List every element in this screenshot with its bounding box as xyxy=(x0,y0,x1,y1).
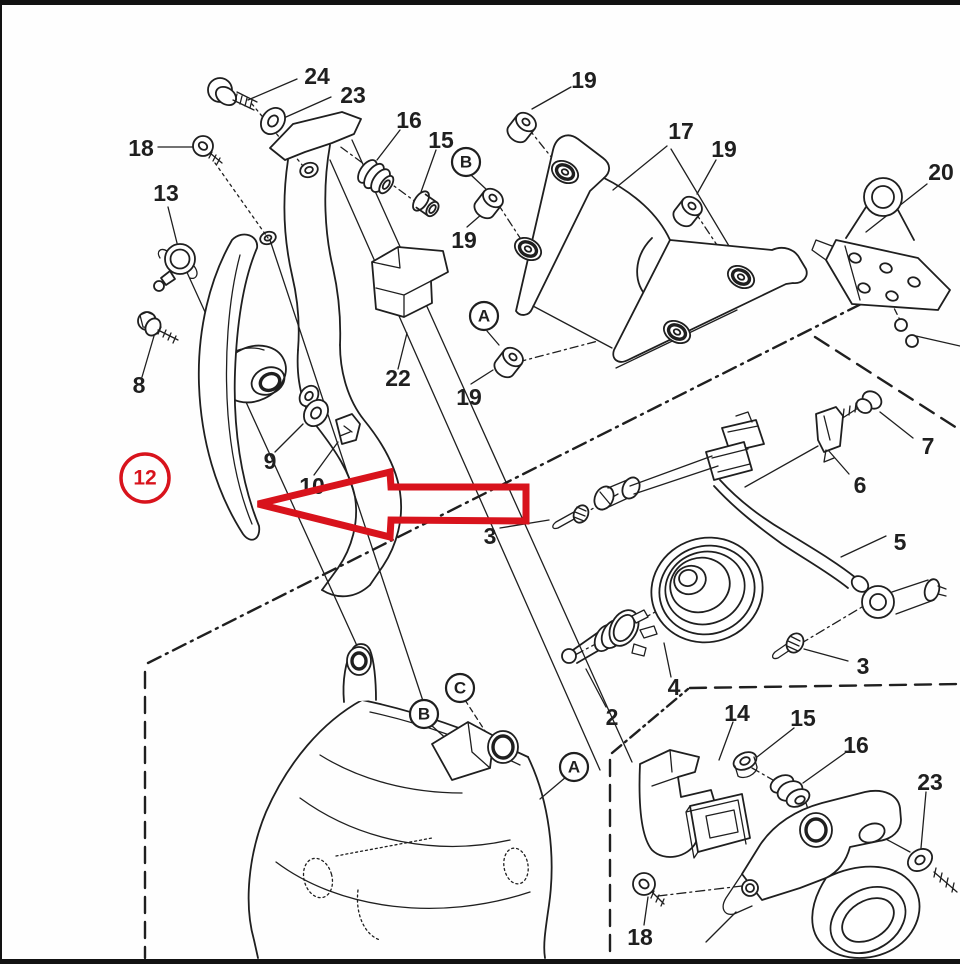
clip-10 xyxy=(335,413,361,445)
part-label-3: 3 xyxy=(857,653,870,679)
ref-marker-circle xyxy=(444,672,476,704)
part-label-19: 19 xyxy=(711,136,737,162)
washer-9-area xyxy=(298,384,329,427)
part-label-5: 5 xyxy=(894,529,907,555)
part-label-14: 14 xyxy=(724,700,750,726)
part-label-20: 20 xyxy=(928,159,954,185)
collar-15-bottom xyxy=(732,751,758,779)
part-label-2: 2 xyxy=(606,704,619,730)
ref-marker-letter: B xyxy=(418,705,430,724)
bracket-20 xyxy=(811,177,951,348)
grommet-16-top xyxy=(357,159,395,195)
ref-marker-A: A xyxy=(468,300,500,332)
ref-marker-B: B xyxy=(408,698,440,730)
part-label-23: 23 xyxy=(340,82,366,108)
part-label-9: 9 xyxy=(264,448,277,474)
socket-left xyxy=(593,455,719,511)
headlight-housing xyxy=(247,643,553,959)
part-label-19: 19 xyxy=(451,227,477,253)
screw-18-top xyxy=(192,135,223,165)
ref-marker-A: A xyxy=(558,751,590,783)
clip-6 xyxy=(815,406,844,463)
top-frame-bar xyxy=(0,0,960,5)
bottom-frame-bar xyxy=(0,959,960,964)
damper-cap-19c xyxy=(672,195,703,228)
highlight-circle xyxy=(119,452,171,504)
harness-connector xyxy=(705,411,765,481)
collar-15-top xyxy=(412,190,440,218)
highlight-arrow-left-icon xyxy=(257,467,530,542)
left-frame-bar xyxy=(0,0,2,964)
ref-marker-letter: B xyxy=(460,153,472,172)
damper-cap-19b xyxy=(473,187,504,220)
part-label-13: 13 xyxy=(153,180,179,206)
part-label-7: 7 xyxy=(922,433,935,459)
damper-cap-19a xyxy=(506,111,537,144)
ref-marker-letter: C xyxy=(454,679,466,698)
reference-markers: B A C B A xyxy=(408,146,590,783)
grommet-16-bottom xyxy=(769,774,811,808)
bolt-8 xyxy=(137,311,179,344)
ref-marker-C: C xyxy=(444,672,476,704)
panel-12-blade xyxy=(197,233,261,541)
part-label-15: 15 xyxy=(428,127,454,153)
wedge-bulb-3a xyxy=(552,504,590,530)
part-label-15: 15 xyxy=(790,705,816,731)
ref-marker-letter: A xyxy=(568,758,580,777)
ref-marker-B: B xyxy=(450,146,482,178)
part-label-17: 17 xyxy=(668,118,694,144)
bracket-17 xyxy=(513,134,808,369)
highlight-layer: 12 xyxy=(119,452,530,542)
part-label-4: 4 xyxy=(668,674,681,700)
part-label-16: 16 xyxy=(396,107,422,133)
leader-lines xyxy=(141,78,960,926)
ref-marker-circle xyxy=(408,698,440,730)
part-label-16: 16 xyxy=(843,732,869,758)
screw-18-bottom xyxy=(632,872,665,907)
bracket-22 xyxy=(371,246,449,318)
screw-24 xyxy=(207,77,258,111)
ref-marker-circle xyxy=(468,300,500,332)
part-label-24: 24 xyxy=(304,63,330,89)
part-label-22: 22 xyxy=(385,365,411,391)
wedge-bulb-3b xyxy=(771,632,805,660)
part-label-19: 19 xyxy=(456,384,482,410)
washer-23-top xyxy=(260,107,286,135)
ref-marker-circle xyxy=(558,751,590,783)
washer-23-bottom xyxy=(907,848,958,893)
screw-7 xyxy=(836,390,883,422)
stay-bracket-right xyxy=(705,790,921,959)
part-label-18: 18 xyxy=(128,135,154,161)
part-label-8: 8 xyxy=(133,372,146,398)
highlighted-part-label: 12 xyxy=(133,467,156,490)
ref-marker-letter: A xyxy=(478,307,490,326)
harness-wire-5 xyxy=(713,479,870,593)
part-label-19: 19 xyxy=(571,67,597,93)
part-label-23: 23 xyxy=(917,769,943,795)
boot-4 xyxy=(650,536,764,644)
socket-right xyxy=(861,578,947,619)
bracket-14 xyxy=(638,749,751,859)
clamp-13 xyxy=(153,243,198,292)
part-label-6: 6 xyxy=(854,472,867,498)
part-label-3: 3 xyxy=(484,523,497,549)
damper-cap-19d xyxy=(493,346,524,379)
part-label-18: 18 xyxy=(627,924,653,950)
diagram-line-art xyxy=(137,77,960,960)
ref-marker-circle xyxy=(450,146,482,178)
bulb-2 xyxy=(561,609,658,664)
